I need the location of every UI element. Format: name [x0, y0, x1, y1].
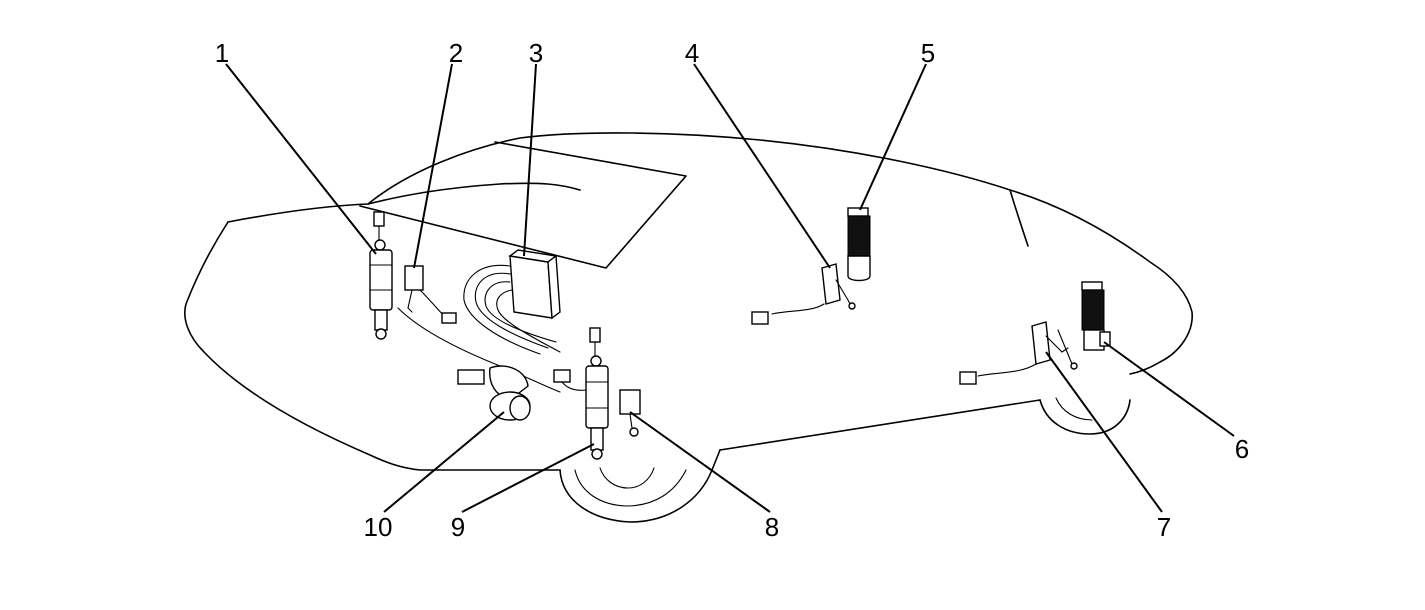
leader-line-1: [225, 63, 377, 255]
leader-line-8: [629, 411, 771, 513]
front-right-height-sensor: [619, 389, 641, 437]
vehicle-body-outline: [184, 132, 1193, 523]
leader-lines: [225, 63, 1235, 513]
callout-8: 8: [765, 512, 779, 542]
leader-line-4: [693, 63, 831, 269]
callout-7: 7: [1157, 512, 1171, 542]
callout-3: 3: [529, 38, 543, 68]
front-left-strut: [369, 211, 393, 340]
leader-line-10: [383, 411, 505, 513]
control-module: [463, 249, 561, 355]
callout-2: 2: [449, 38, 463, 68]
callout-5: 5: [921, 38, 935, 68]
front-left-height-sensor: [404, 265, 457, 324]
air-compressor: [397, 307, 561, 421]
leader-line-9: [461, 443, 595, 513]
rear-right-height-sensor: [959, 321, 1078, 385]
callout-4: 4: [685, 38, 699, 68]
leader-line-6: [1103, 341, 1235, 437]
leader-line-3: [523, 63, 537, 257]
leader-line-5: [859, 63, 927, 211]
front-right-strut: [553, 327, 609, 460]
leader-line-2: [413, 63, 453, 269]
leader-line-7: [1045, 351, 1163, 513]
callout-6: 6: [1235, 434, 1249, 464]
callout-10: 10: [364, 512, 393, 542]
callout-9: 9: [451, 512, 465, 542]
rear-left-height-sensor: [751, 263, 856, 325]
rear-right-air-spring: [1081, 281, 1111, 351]
callout-labels: 1 2 3 4 5 6 7 8 9 10: [215, 38, 1249, 542]
rear-left-air-spring: [847, 207, 871, 282]
callout-1: 1: [215, 38, 229, 68]
